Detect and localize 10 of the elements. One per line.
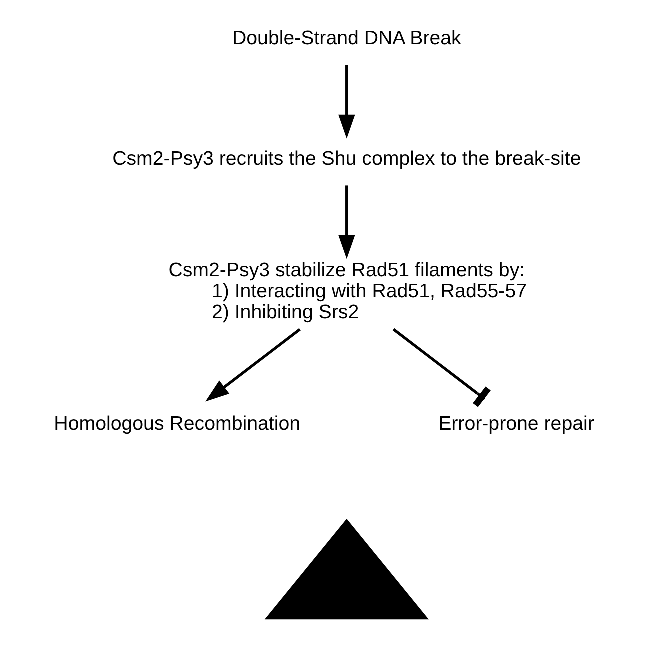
node-text: Homologous Recombination bbox=[54, 412, 301, 435]
node-text: Csm2-Psy3 recruits the Shu complex to the break-site bbox=[112, 148, 582, 170]
connector bbox=[392, 328, 491, 408]
arrow bbox=[338, 186, 356, 260]
node-text: Csm2-Psy3 stabilize Rad51 filaments by: 1) Interacting with Rad51, Rad55-57 2) Inhibiting Srs2 bbox=[168, 260, 528, 324]
arrow bbox=[206, 328, 301, 402]
node-text: Double-Strand DNA Break bbox=[232, 28, 462, 50]
node-triangle bbox=[264, 518, 429, 620]
node-text: Error-prone repair bbox=[438, 412, 594, 435]
arrow bbox=[338, 65, 356, 139]
